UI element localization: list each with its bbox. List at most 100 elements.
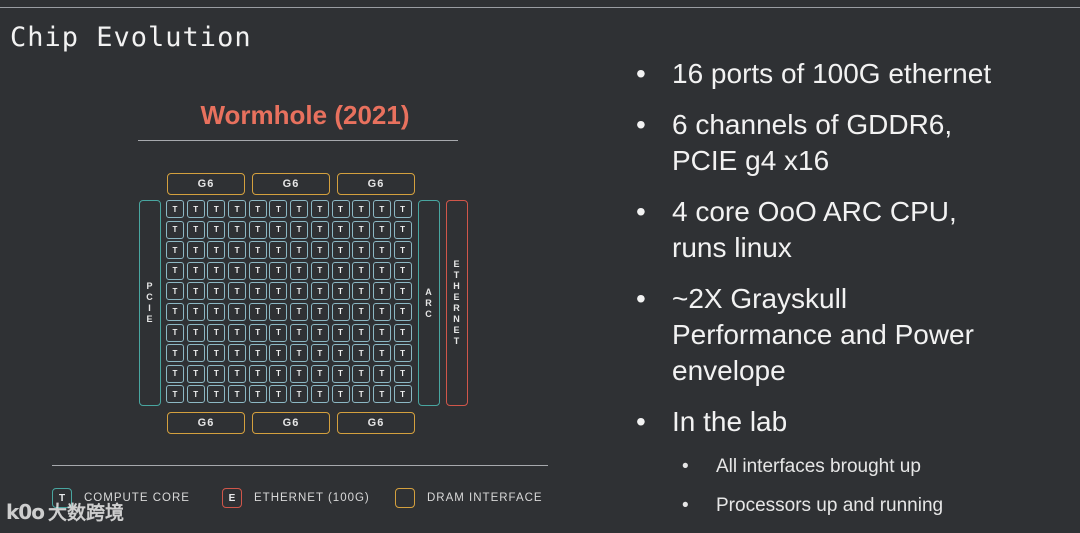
watermark-logo: k0o <box>6 499 45 524</box>
compute-core-tile: T <box>186 200 205 218</box>
compute-core-tile: T <box>290 200 309 218</box>
watermark-text: 大数跨境 <box>47 503 124 524</box>
compute-core-tile: T <box>186 302 205 321</box>
compute-core-tile: T <box>166 220 184 239</box>
block-letter: E <box>453 292 461 302</box>
compute-core-tile: T <box>269 220 288 239</box>
bullet-text: 16 ports of 100G ethernet <box>672 58 992 89</box>
legend-label: ETHERNET (100G) <box>254 492 370 504</box>
compute-core-tile: T <box>228 220 247 239</box>
compute-core-tile: T <box>248 364 267 383</box>
compute-core-tile: T <box>331 200 350 218</box>
compute-core-tile: T <box>186 220 205 239</box>
compute-core-tile: T <box>166 261 184 280</box>
compute-core-tile: T <box>290 344 309 363</box>
compute-core-tile: T <box>310 241 329 260</box>
compute-core-tile: T <box>269 200 288 218</box>
compute-core-tile: T <box>186 261 205 280</box>
compute-core-tile: T <box>393 200 412 218</box>
compute-core-tile: T <box>166 302 184 321</box>
gddr6-block-bottom-2: G6 <box>252 412 330 434</box>
compute-core-tile: T <box>207 344 226 363</box>
compute-core-tile: T <box>372 344 391 363</box>
legend-label: DRAM INTERFACE <box>427 492 543 504</box>
block-letter: T <box>453 336 461 346</box>
chip-title: Wormhole (2021) <box>200 100 410 130</box>
compute-core-tile: T <box>393 344 412 363</box>
legend-ethernet: E ETHERNET (100G) <box>222 488 370 508</box>
block-letter: P <box>146 281 154 291</box>
compute-core-tile: T <box>207 323 226 342</box>
slide-title: Chip Evolution <box>10 22 252 53</box>
compute-core-tile: T <box>207 200 226 218</box>
compute-core-tile: T <box>372 323 391 342</box>
compute-core-tile: T <box>393 220 412 239</box>
compute-core-tile: T <box>186 282 205 301</box>
compute-core-tile: T <box>228 323 247 342</box>
block-letter: T <box>453 270 461 280</box>
compute-core-tile: T <box>269 364 288 383</box>
compute-core-tile: T <box>331 302 350 321</box>
sub-bullet-text: All interfaces brought up <box>716 456 921 477</box>
compute-core-tile: T <box>310 200 329 218</box>
compute-core-tile: T <box>352 344 371 363</box>
compute-core-tile: T <box>290 261 309 280</box>
sub-bullet-text: Processors up and running <box>716 495 944 516</box>
compute-core-tile: T <box>310 344 329 363</box>
compute-core-tile: T <box>228 364 247 383</box>
block-letter: N <box>453 314 461 324</box>
compute-core-tile: T <box>186 323 205 342</box>
compute-core-tile: T <box>186 364 205 383</box>
compute-core-tile: T <box>248 385 267 404</box>
compute-core-tile: T <box>248 323 267 342</box>
compute-core-tile: T <box>228 385 247 404</box>
block-letter: C <box>425 308 433 319</box>
compute-core-tile: T <box>352 241 371 260</box>
compute-core-tile: T <box>186 385 205 404</box>
compute-core-tile: T <box>310 261 329 280</box>
compute-core-tile: T <box>331 282 350 301</box>
compute-core-tile: T <box>290 302 309 321</box>
compute-core-tile: T <box>393 323 412 342</box>
compute-core-tile: T <box>372 364 391 383</box>
legend-compute-core: T COMPUTE CORE <box>52 488 190 508</box>
compute-core-tile: T <box>372 282 391 301</box>
watermark: k0o 大数跨境 <box>6 498 124 525</box>
bullet-text: 4 core OoO ARC CPU, runs linux <box>672 196 957 263</box>
bullet-dot: • <box>636 406 646 437</box>
compute-core-tile: T <box>372 302 391 321</box>
block-letter: A <box>425 286 433 297</box>
compute-core-tile: T <box>186 241 205 260</box>
top-divider <box>0 7 1080 8</box>
compute-core-tile: T <box>269 344 288 363</box>
compute-core-tile: T <box>166 344 184 363</box>
compute-core-tile: T <box>228 200 247 218</box>
compute-core-tile: T <box>248 200 267 218</box>
bullet-text: 6 channels of GDDR6, PCIE g4 x16 <box>672 109 953 176</box>
compute-core-tile: T <box>166 241 184 260</box>
compute-core-tile: T <box>207 385 226 404</box>
compute-core-tile: T <box>331 364 350 383</box>
chip-title-underline <box>138 140 458 141</box>
compute-core-tile: T <box>393 261 412 280</box>
compute-core-tile: T <box>207 364 226 383</box>
bullet-dot: • <box>636 283 646 314</box>
compute-core-tile: T <box>352 282 371 301</box>
compute-core-tile: T <box>228 302 247 321</box>
bullet-dot: • <box>636 196 646 227</box>
compute-core-tile: T <box>269 385 288 404</box>
compute-core-tile: T <box>310 385 329 404</box>
block-letter: H <box>453 281 461 291</box>
compute-core-tile: T <box>248 261 267 280</box>
compute-core-tile: T <box>207 220 226 239</box>
bullet-dot: • <box>636 58 646 89</box>
compute-core-tile: T <box>352 364 371 383</box>
block-letter: I <box>148 303 152 313</box>
gddr6-block-bottom-1: G6 <box>167 412 245 434</box>
compute-core-tile: T <box>248 344 267 363</box>
compute-core-tile: T <box>207 302 226 321</box>
legend-dram-interface: DRAM INTERFACE <box>395 488 543 508</box>
